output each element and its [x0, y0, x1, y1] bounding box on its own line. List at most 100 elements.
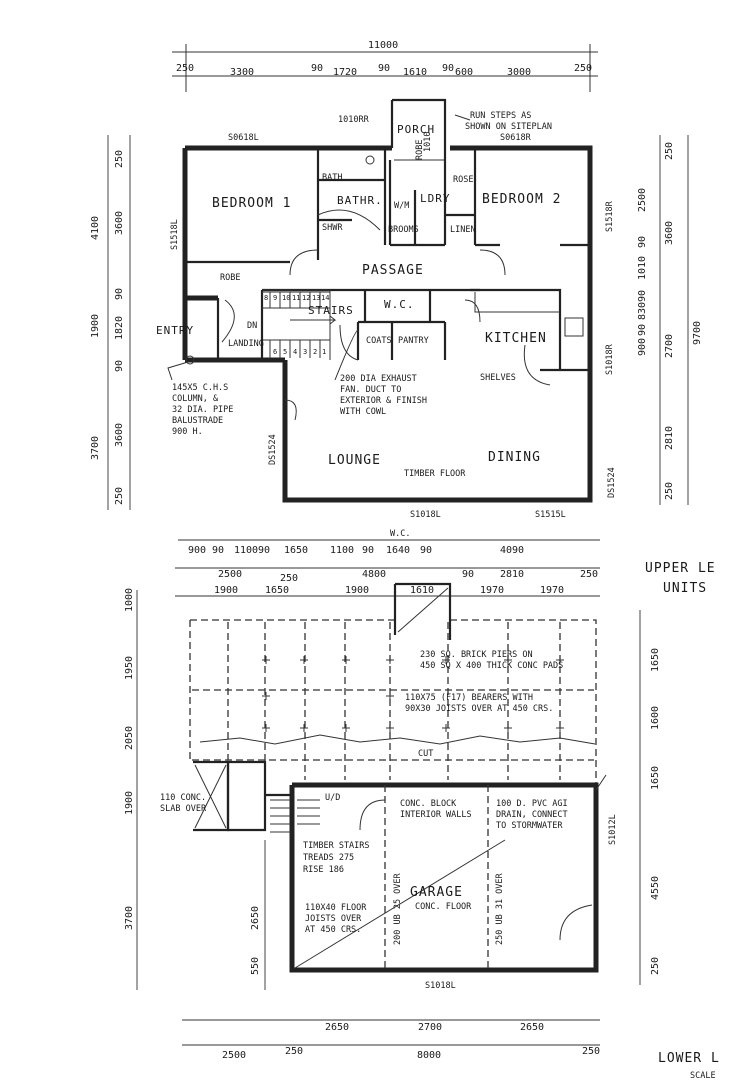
pantry-label: PANTRY [398, 336, 429, 346]
ub-beam-1-note: 200 UB 25 OVER [393, 872, 403, 945]
upper-opening-codes: 1010RR S0618L S0618R S1518L S1518R S1018… [170, 115, 617, 520]
bedroom1-window-code: S0618L [228, 133, 259, 143]
timber-stairs-note: TREADS 275 [303, 853, 354, 863]
robe-label: ROBE [220, 273, 240, 283]
column-note-1: 145X5 C.H.S [172, 383, 228, 393]
dim-left-sub-5: 90 [114, 360, 125, 372]
garage-label: GARAGE [410, 885, 463, 900]
dining-label: DINING [488, 450, 541, 465]
dim-right-5: 1010 [637, 256, 648, 280]
dim-right-12: 250 [664, 482, 675, 500]
upper-top-dimensions: 11000 250 3300 90 1720 90 1610 90 600 30… [172, 40, 598, 92]
bath-label: BATH [322, 173, 342, 183]
drawing-captions: UPPER LE UNITS LOWER L SCALE [645, 561, 720, 1081]
wc-dim: 90 [212, 545, 224, 556]
brick-piers [262, 656, 564, 732]
tread-number: 11 [292, 294, 300, 302]
dim-left-1: 4100 [90, 216, 101, 240]
dim-left-sub-1: 250 [114, 150, 125, 168]
lower-bottom-dim: 250 [285, 1046, 303, 1057]
pvc-note: 100 D. PVC AGI [496, 799, 568, 809]
column-note-3: 32 DIA. PIPE [172, 405, 233, 415]
conc-floor-label: CONC. FLOOR [415, 902, 472, 912]
dining-door-code: DS1524 [607, 467, 617, 498]
lower-top-dim: 250 [280, 573, 298, 584]
dim-left-sub-6: 3600 [114, 423, 125, 447]
dim-left-sub-2: 3600 [114, 211, 125, 235]
landing-label: LANDING [228, 339, 264, 349]
upper-room-labels: BEDROOM 1 BEDROOM 2 BATH BATHR. SHWR LDR… [156, 123, 560, 479]
lower-right-dimensions: 1650 1600 1650 4550 250 [639, 610, 661, 985]
down-label: DN [247, 321, 257, 331]
piers-note: 450 SQ X 400 THICK CONC PADS [420, 661, 563, 671]
ub-beam-2-note: 250 UB 31 OVER [495, 872, 505, 945]
dim-right-4: 90 [637, 236, 648, 248]
dim-top-2: 3300 [230, 67, 254, 78]
dim-top-3: 90 [311, 63, 323, 74]
wc-dim: 900 [188, 545, 206, 556]
lower-right-dim: 4550 [650, 876, 661, 900]
dim-right-3: 3600 [664, 221, 675, 245]
passage-label: PASSAGE [362, 263, 424, 278]
wc-dim: 90 [420, 545, 432, 556]
exhaust-note-1: 200 DIA EXHAUST [340, 374, 417, 384]
lower-window-code-bottom: S1018L [425, 981, 456, 991]
upper-stairs [262, 291, 337, 358]
column-note-5: 900 H. [172, 427, 203, 437]
lower-bottom-dim: 2700 [418, 1022, 442, 1033]
column-note-4: BALUSTRADE [172, 416, 223, 426]
lower-top-dim: 1970 [540, 585, 564, 596]
lounge-window-code: S1018L [410, 510, 441, 520]
garage-inner-dim: 2650 [250, 906, 261, 930]
lower-left-dim: 1900 [124, 791, 135, 815]
lower-top-dim: 4800 [362, 569, 386, 580]
kitchen-label: KITCHEN [485, 331, 547, 346]
run-steps-note-1: RUN STEPS AS [470, 111, 531, 121]
wc-dim: 1640 [386, 545, 410, 556]
up-down-label: U/D [325, 793, 340, 803]
wc-dim: 1650 [284, 545, 308, 556]
dim-right-9: 900 [637, 338, 648, 356]
lower-top-dim: 250 [580, 569, 598, 580]
dim-right-7: 830 [637, 302, 648, 320]
cut-note: CUT [418, 749, 433, 759]
dim-right-10: 2700 [664, 334, 675, 358]
dim-left-2: 1900 [90, 314, 101, 338]
tread-number: 13 [312, 294, 320, 302]
lower-notes: 230 SQ. BRICK PIERS ON 450 SQ X 400 THIC… [160, 650, 618, 991]
lower-level-caption: LOWER L [658, 1051, 720, 1066]
bedroom1-side-window-code: S1518L [170, 219, 180, 250]
kitchen-window-code: S1018R [605, 343, 615, 375]
lower-top-dim: 1900 [214, 585, 238, 596]
dim-left-sub-7: 250 [114, 487, 125, 505]
lower-right-dim: 1600 [650, 706, 661, 730]
pvc-note: TO STORMWATER [496, 821, 563, 831]
dim-top-6: 1610 [403, 67, 427, 78]
tread-number: 5 [283, 348, 287, 356]
bedroom-1-label: BEDROOM 1 [212, 196, 291, 211]
dim-left-3: 3700 [90, 436, 101, 460]
dim-top-8: 600 [455, 67, 473, 78]
garage-inner-dim: 550 [250, 957, 261, 975]
lower-right-dim: 250 [650, 957, 661, 975]
dim-right-1: 250 [664, 142, 675, 160]
lower-top-dim: 2810 [500, 569, 524, 580]
lower-top-dim: 1970 [480, 585, 504, 596]
robe-2-label: ROBE [415, 140, 425, 160]
tread-number: 12 [302, 294, 310, 302]
wm-label: W/M [394, 201, 409, 211]
linen-label: LINEN [450, 225, 476, 235]
lower-top-dim: 1900 [345, 585, 369, 596]
floor-joists-note: 110X40 FLOOR [305, 903, 367, 913]
bearers-note: 90X30 JOISTS OVER AT 450 CRS. [405, 704, 553, 714]
tread-number: 6 [273, 348, 277, 356]
upper-level-caption: UPPER LE [645, 561, 716, 576]
lower-top-dim: 1650 [265, 585, 289, 596]
tread-number: 10 [282, 294, 290, 302]
exhaust-note-4: WITH COWL [340, 407, 386, 417]
rose-label: ROSE [453, 175, 473, 185]
lower-top-dim: 1610 [410, 585, 434, 596]
conc-block-note: CONC. BLOCK [400, 799, 457, 809]
entry-label: ENTRY [156, 324, 194, 337]
